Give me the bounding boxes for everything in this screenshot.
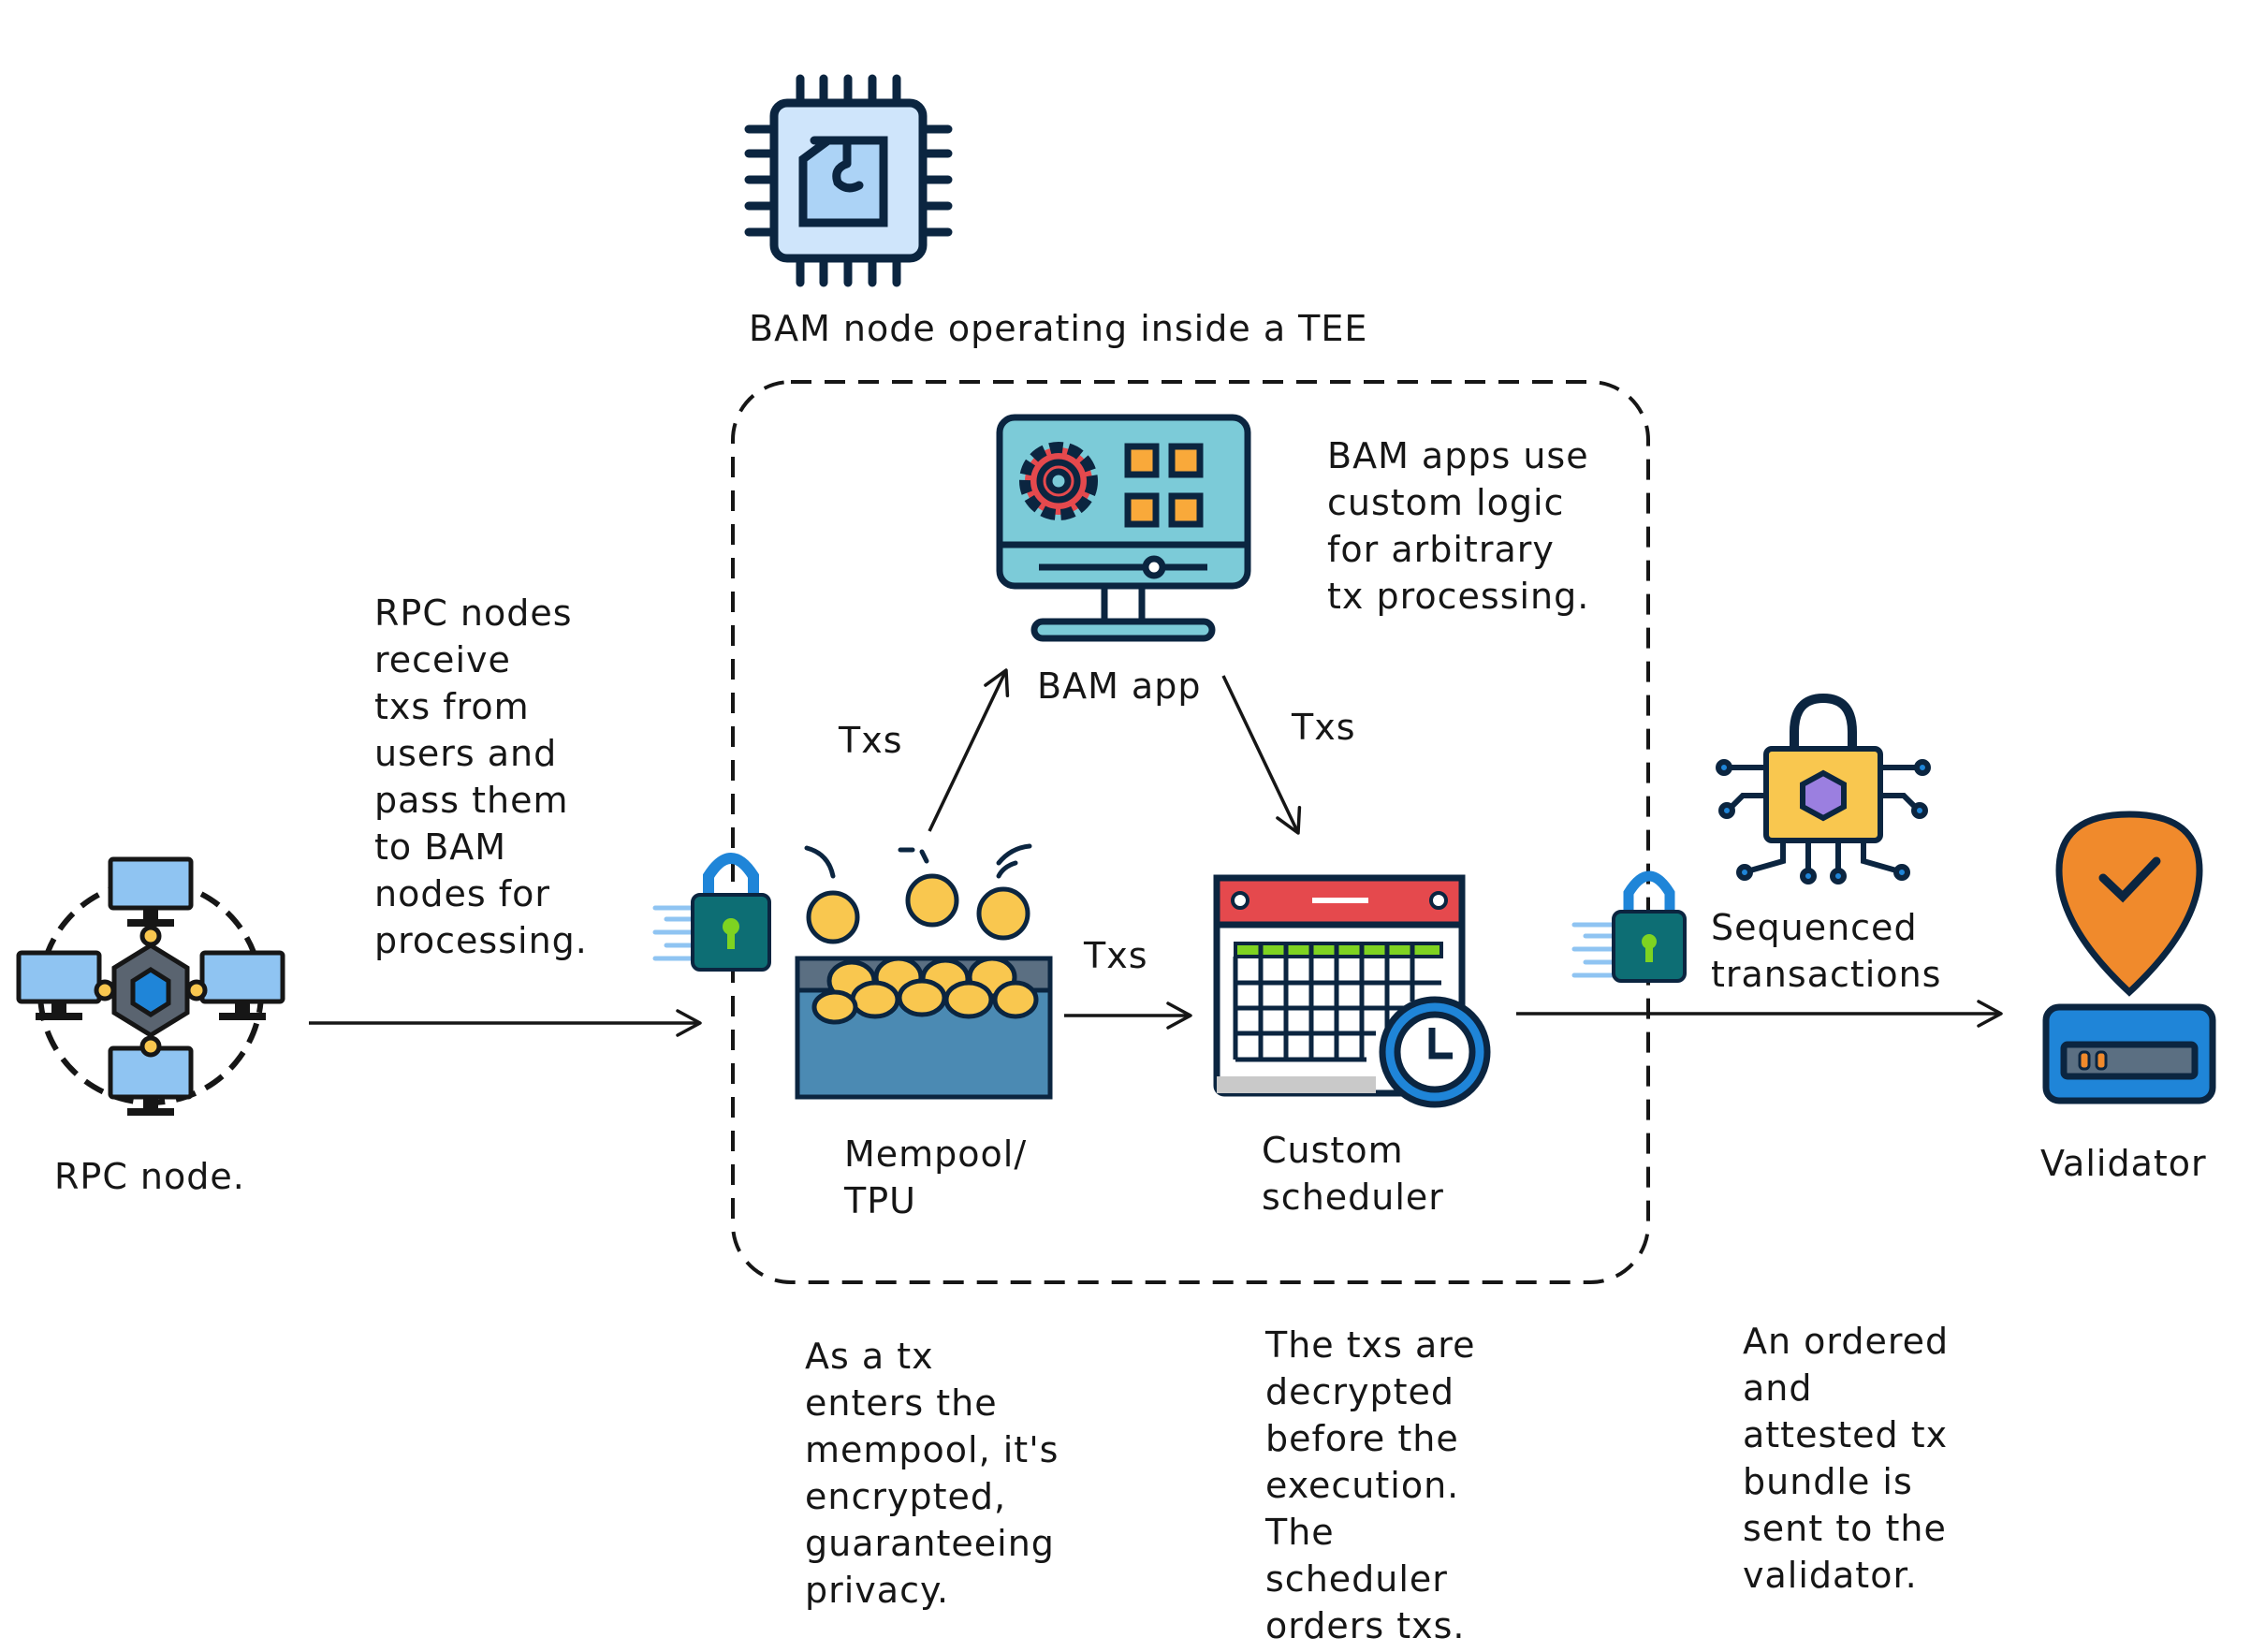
label-custom-scheduler: Custom scheduler <box>1262 1130 1444 1218</box>
rpc-network-icon <box>16 856 285 1116</box>
label-validator: Validator <box>2040 1143 2207 1184</box>
edge-label-mempool-to-app: Txs <box>839 720 903 761</box>
arrow-app-to-scheduler <box>1221 675 1302 835</box>
tee-boundary <box>731 380 1650 1284</box>
padlock-icon <box>652 853 771 972</box>
note-rpc: RPC nodes receive txs from users and pas… <box>374 592 588 961</box>
coin-mempool-icon <box>795 843 1053 1100</box>
padlock-icon <box>1571 870 1687 983</box>
calendar-clock-icon <box>1213 874 1491 1108</box>
label-rpc-node: RPC node. <box>54 1156 245 1197</box>
note-scheduler: The txs are decrypted before the executi… <box>1265 1324 1476 1646</box>
edge-label-mempool-to-scheduler: Txs <box>1084 935 1148 976</box>
arrow-mempool-to-app <box>928 668 1010 832</box>
cpu-chip-icon <box>744 74 953 287</box>
label-mempool: Mempool/ TPU <box>844 1133 1028 1221</box>
validator-pin-icon <box>2042 811 2216 1104</box>
label-bam-app: BAM app <box>1037 665 1202 707</box>
note-mempool: As a tx enters the mempool, it's encrypt… <box>805 1336 1059 1611</box>
note-validator: An ordered and attested tx bundle is sen… <box>1743 1321 1950 1596</box>
padlock-circuit-icon <box>1716 693 1931 884</box>
edge-label-app-to-scheduler: Txs <box>1292 707 1356 748</box>
label-sequenced-transactions: Sequenced transactions <box>1711 907 1942 995</box>
bam-app-monitor-icon <box>996 414 1251 642</box>
tee-title: BAM node operating inside a TEE <box>749 308 1368 349</box>
note-bam-apps: BAM apps use custom logic for arbitrary … <box>1327 435 1590 617</box>
